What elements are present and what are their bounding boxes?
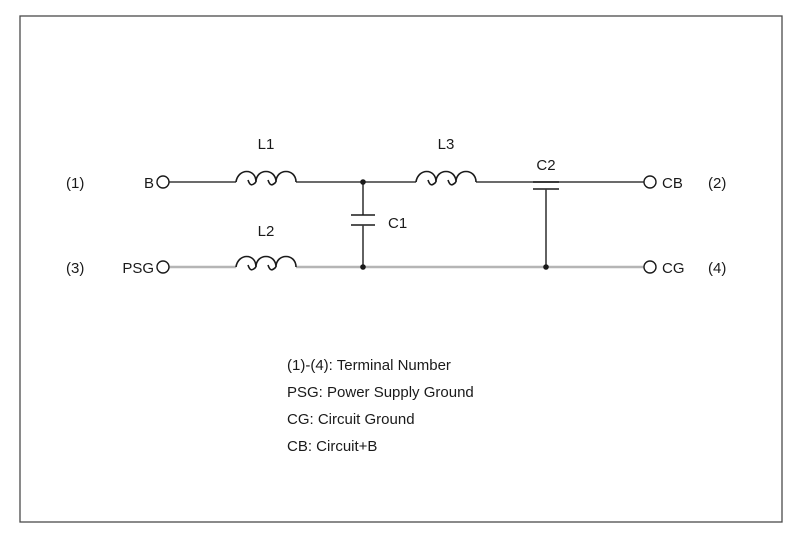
terminal-cb-circle bbox=[643, 175, 657, 189]
terminal-4-name: CG bbox=[662, 260, 685, 277]
junction-dot bbox=[360, 179, 366, 185]
terminal-4-number: (4) bbox=[708, 260, 726, 277]
capacitor-c2 bbox=[533, 181, 559, 267]
junction-dot bbox=[543, 264, 549, 270]
inductor-l3 bbox=[415, 170, 477, 186]
inductor-l2 bbox=[235, 255, 297, 271]
label-l3: L3 bbox=[438, 136, 455, 153]
terminal-2-number: (2) bbox=[708, 175, 726, 192]
inductor-l1 bbox=[235, 170, 297, 186]
label-l2: L2 bbox=[258, 223, 275, 240]
legend-line: PSG: Power Supply Ground bbox=[287, 384, 474, 401]
terminal-psg-circle bbox=[156, 260, 170, 274]
terminal-3-name: PSG bbox=[122, 260, 154, 277]
label-c1: C1 bbox=[388, 215, 407, 232]
terminal-2-name: CB bbox=[662, 175, 683, 192]
terminal-b-circle bbox=[156, 175, 170, 189]
capacitor-c1 bbox=[351, 182, 375, 267]
label-c2: C2 bbox=[536, 157, 555, 174]
terminal-1-name: B bbox=[144, 175, 154, 192]
terminal-3-number: (3) bbox=[66, 260, 84, 277]
legend: (1)-(4): Terminal Number PSG: Power Supp… bbox=[287, 357, 474, 455]
legend-line: CB: Circuit+B bbox=[287, 438, 377, 455]
diagram-frame bbox=[19, 15, 783, 523]
legend-line: (1)-(4): Terminal Number bbox=[287, 357, 451, 374]
terminal-cg-circle bbox=[643, 260, 657, 274]
legend-line: CG: Circuit Ground bbox=[287, 411, 415, 428]
terminal-1-number: (1) bbox=[66, 175, 84, 192]
label-l1: L1 bbox=[258, 136, 275, 153]
junction-dot bbox=[360, 264, 366, 270]
